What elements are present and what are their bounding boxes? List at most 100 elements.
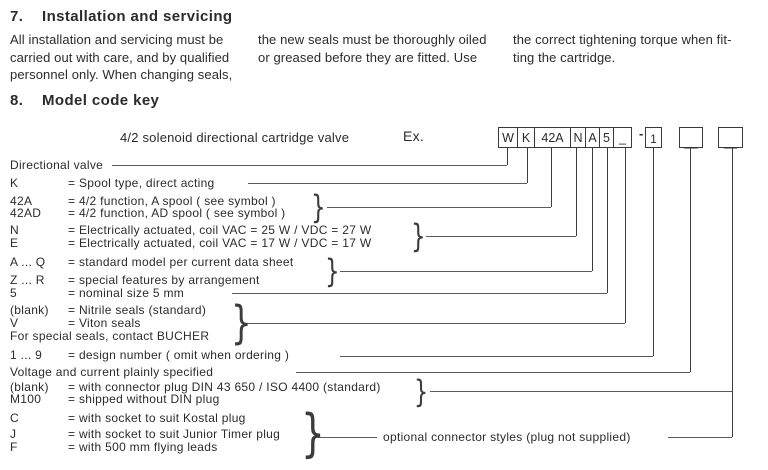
leader-hline-seals [246, 323, 625, 324]
code-cell-w: W [502, 130, 514, 145]
code-key-code: 1 ... 9 [10, 348, 43, 362]
code-key-code: E [10, 236, 19, 250]
code-key-row: 42A = 4/2 function, A spool ( see symbol … [10, 194, 276, 208]
code-key-desc: = with socket to suit Kostal plug [68, 411, 246, 425]
code-key-row: For special seals, contact BUCHER [10, 329, 209, 343]
code-key-text: For special seals, contact BUCHER [10, 329, 210, 343]
section8-number: 8. [10, 92, 24, 109]
code-key-desc: = 4/2 function, AD spool ( see symbol ) [68, 206, 286, 220]
section8-title: Model code key [42, 92, 160, 109]
brace-icon-model [325, 257, 345, 285]
code-key-row: Voltage and current plainly specified [10, 365, 213, 379]
code-cell-a: A [585, 128, 599, 147]
code-key-text: Voltage and current plainly specified [10, 365, 214, 379]
voltage-box: __ [679, 127, 703, 148]
code-key-row: J = with socket to suit Junior Timer plug [10, 427, 280, 441]
leader-hline-voltage [296, 372, 690, 373]
code-key-desc: = with connector plug DIN 43 650 / ISO 4… [68, 380, 381, 394]
leader-vline-model [592, 148, 593, 271]
code-key-row: 1 ... 9 = design number ( omit when order… [10, 348, 289, 362]
code-key-row: 5 = nominal size 5 mm [10, 286, 184, 300]
code-cell-42a: 42A [534, 128, 570, 147]
leader-vline-seals [625, 148, 626, 323]
product-label: 4/2 solenoid directional cartridge valve [120, 130, 350, 145]
leader-hline-directional [112, 165, 507, 166]
code-key-code: J [10, 427, 17, 441]
code-cell-n: N [570, 128, 585, 147]
code-key-code: V [10, 316, 19, 330]
optional-connector-note: optional connector styles (plug not supp… [383, 430, 631, 444]
leader-vline-design [653, 148, 654, 356]
leader-vline-size [607, 148, 608, 293]
code-key-code: (blank) [10, 380, 49, 394]
leader-vline-voltage [690, 148, 691, 372]
code-key-row: N = Electrically actuated, coil VAC = 25 … [10, 223, 371, 237]
code-key-row: V = Viton seals [10, 316, 141, 330]
code-key-row: Z ... R = special features by arrangement [10, 273, 260, 287]
code-cell-k: K [517, 128, 534, 147]
leader-hline-din [430, 391, 732, 392]
brace-icon-function [311, 193, 331, 221]
code-key-desc: = design number ( omit when ordering ) [68, 348, 290, 362]
leader-hline-size [232, 293, 607, 294]
voltage-placeholder: __ [684, 135, 698, 149]
code-key-row: 42AD= 4/2 function, AD spool ( see symbo… [10, 206, 285, 220]
model-code-boxes: W K 42A N A 5 _ [498, 127, 632, 148]
code-key-desc: = Spool type, direct acting [68, 176, 215, 190]
leader-vline-connector [732, 148, 733, 437]
connector-placeholder: __ [723, 135, 738, 149]
code-key-code: 5 [10, 286, 17, 300]
code-key-code: M100 [10, 392, 42, 406]
code-key-row: Directional valve [10, 158, 103, 172]
example-label: Ex. [403, 128, 425, 144]
code-key-desc: = Electrically actuated, coil VAC = 17 W… [68, 236, 372, 250]
code-key-row: (blank) = with connector plug DIN 43 650 … [10, 380, 381, 394]
leader-hline-optional-right [668, 437, 732, 438]
section7-paragraph-col1: All installation and servicing must be c… [10, 32, 233, 82]
code-key-row: (blank) = Nitrile seals (standard) [10, 303, 206, 317]
code-key-desc: = standard model per current data sheet [68, 255, 294, 269]
code-key-code: 42A [10, 194, 33, 208]
code-key-code: N [10, 223, 19, 237]
code-cell-5: 5 [599, 128, 613, 147]
section7-number: 7. [10, 8, 24, 25]
code-key-code: (blank) [10, 303, 49, 317]
leader-vline-function [551, 148, 552, 207]
code-separator-dash: - [639, 126, 644, 141]
brace-icon-actuation [411, 222, 431, 250]
section7-paragraph-col2: the new seals must be thoroughly oiled o… [258, 32, 487, 65]
leader-hline-actuation [426, 236, 576, 237]
code-key-row: F = with 500 mm flying leads [10, 440, 218, 454]
leader-vline-directional [507, 148, 508, 165]
code-key-row: M100 = shipped without DIN plug [10, 392, 220, 406]
code-key-row: E = Electrically actuated, coil VAC = 17 … [10, 236, 371, 250]
brace-icon-din [414, 379, 434, 406]
code-key-code: K [10, 176, 19, 190]
leader-hline-optional-left [315, 437, 377, 438]
leader-hline-design [340, 356, 653, 357]
brace-icon-seals [231, 303, 260, 343]
brace-icon-connector [301, 411, 334, 457]
code-key-code: Z ... R [10, 273, 45, 287]
code-key-desc: = with socket to suit Junior Timer plug [68, 427, 281, 441]
design-number-box: 1 [645, 127, 662, 148]
leader-hline-function [327, 207, 551, 208]
code-key-desc: = 4/2 function, A spool ( see symbol ) [68, 194, 276, 208]
leader-hline-model [340, 271, 592, 272]
code-key-desc: = Electrically actuated, coil VAC = 25 W… [68, 223, 372, 237]
code-key-code: F [10, 440, 18, 454]
code-key-code: C [10, 411, 19, 425]
section7-title: Installation and servicing [42, 8, 233, 25]
design-number-value: 1 [650, 132, 657, 146]
code-key-desc: = Viton seals [68, 316, 141, 330]
code-key-code: A ... Q [10, 255, 46, 269]
code-key-desc: = nominal size 5 mm [68, 286, 185, 300]
code-key-desc: = Nitrile seals (standard) [68, 303, 207, 317]
section7-paragraph-col3: the correct tightening torque when fit- … [513, 32, 732, 65]
code-key-desc: = shipped without DIN plug [68, 392, 220, 406]
code-key-row: K = Spool type, direct acting [10, 176, 215, 190]
code-key-text: Directional valve [10, 158, 104, 172]
code-key-desc: = special features by arrangement [68, 273, 260, 287]
code-key-desc: = with 500 mm flying leads [68, 440, 218, 454]
